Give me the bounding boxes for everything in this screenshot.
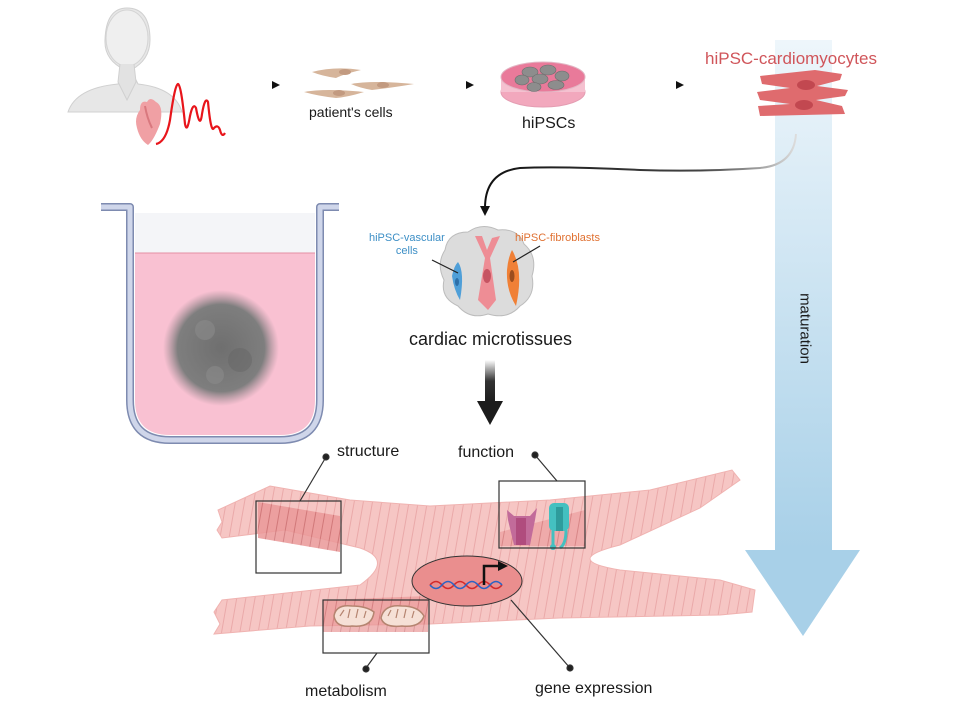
fibroblasts-label: hiPSC-fibroblasts — [515, 232, 600, 244]
cardiomyocytes-icon — [757, 70, 848, 116]
hipscs-label: hiPSCs — [522, 115, 576, 132]
vascular-cells-label-line2: cells — [395, 245, 418, 257]
ion-channels-icon — [507, 503, 569, 550]
microtissue-spheroid — [163, 290, 279, 406]
function-label: function — [458, 444, 515, 461]
structure-label: structure — [337, 443, 400, 460]
heart-icon — [136, 99, 162, 145]
leader-lines — [299, 451, 574, 673]
patient-cells-label: patient's cells — [309, 104, 393, 120]
vascular-cells-label-line1: hiPSC-vascular — [369, 232, 445, 244]
metabolism-label: metabolism — [305, 683, 387, 700]
gene-expression-label: gene expression — [535, 680, 653, 697]
maturation-label: maturation — [796, 293, 814, 364]
patient-illustration — [67, 7, 183, 113]
metabolism-callout-box — [322, 599, 430, 654]
arrow-down-to-cell — [477, 360, 503, 425]
arrow-hipscs-to-cardiomyocytes — [618, 81, 684, 89]
arrow-cells-to-hipscs — [422, 81, 474, 89]
petri-dish-icon — [500, 61, 586, 108]
ecg-waveform — [155, 82, 226, 146]
cardiomyocytes-label: hiPSC-cardiomyocytes — [705, 49, 877, 68]
mitochondria-icon — [333, 604, 425, 628]
patient-cells-icon — [304, 68, 414, 98]
microtissue-icon — [431, 226, 541, 317]
curved-arrow-to-microtissue — [480, 133, 797, 216]
vascular-cells-label: hiPSC-vascular cells — [369, 232, 445, 258]
maturation-arrow — [745, 40, 860, 636]
large-cardiomyocyte — [213, 469, 756, 635]
arrow-patient-to-cells — [232, 81, 280, 89]
structure-callout-box — [255, 500, 342, 574]
nucleus-gene-expression — [411, 555, 523, 607]
microtissues-label: cardiac microtissues — [409, 329, 573, 349]
function-callout-box — [498, 480, 586, 549]
